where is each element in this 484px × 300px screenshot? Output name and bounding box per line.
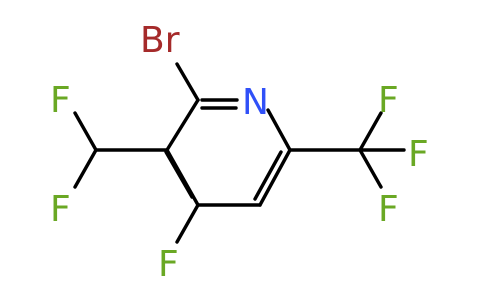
bond-n1-c6: [266, 108, 292, 152]
bond-c6-c5: [258, 148, 292, 207]
atom-nitrogen: N: [242, 82, 269, 123]
atom-fluorine-chf2-lower: F: [50, 189, 71, 230]
bond-c4-c3-double: [164, 150, 194, 199]
substituent-bonds: [73, 62, 406, 244]
bond-cf3-f-lower: [358, 148, 383, 189]
atom-labels: Br N F F F F F F: [50, 20, 429, 285]
bond-chf2-f-upper: [73, 111, 98, 152]
bond-c4-f: [175, 203, 200, 244]
atom-fluorine-cf3-lower: F: [378, 189, 399, 230]
atom-fluorine-cf3-right: F: [408, 134, 429, 175]
bond-c6-c5-double: [253, 150, 283, 201]
atom-bromine: Br: [140, 20, 180, 61]
pyridine-ring: [164, 98, 292, 207]
bond-c2-br: [175, 62, 200, 102]
bond-chf2-f-lower: [73, 148, 98, 189]
atom-fluorine-ring: F: [158, 244, 179, 285]
bond-c3-c2: [165, 98, 200, 152]
atom-fluorine-chf2-upper: F: [50, 80, 71, 121]
bond-cf3-f-upper: [358, 111, 383, 152]
atom-fluorine-cf3-upper: F: [378, 80, 399, 121]
